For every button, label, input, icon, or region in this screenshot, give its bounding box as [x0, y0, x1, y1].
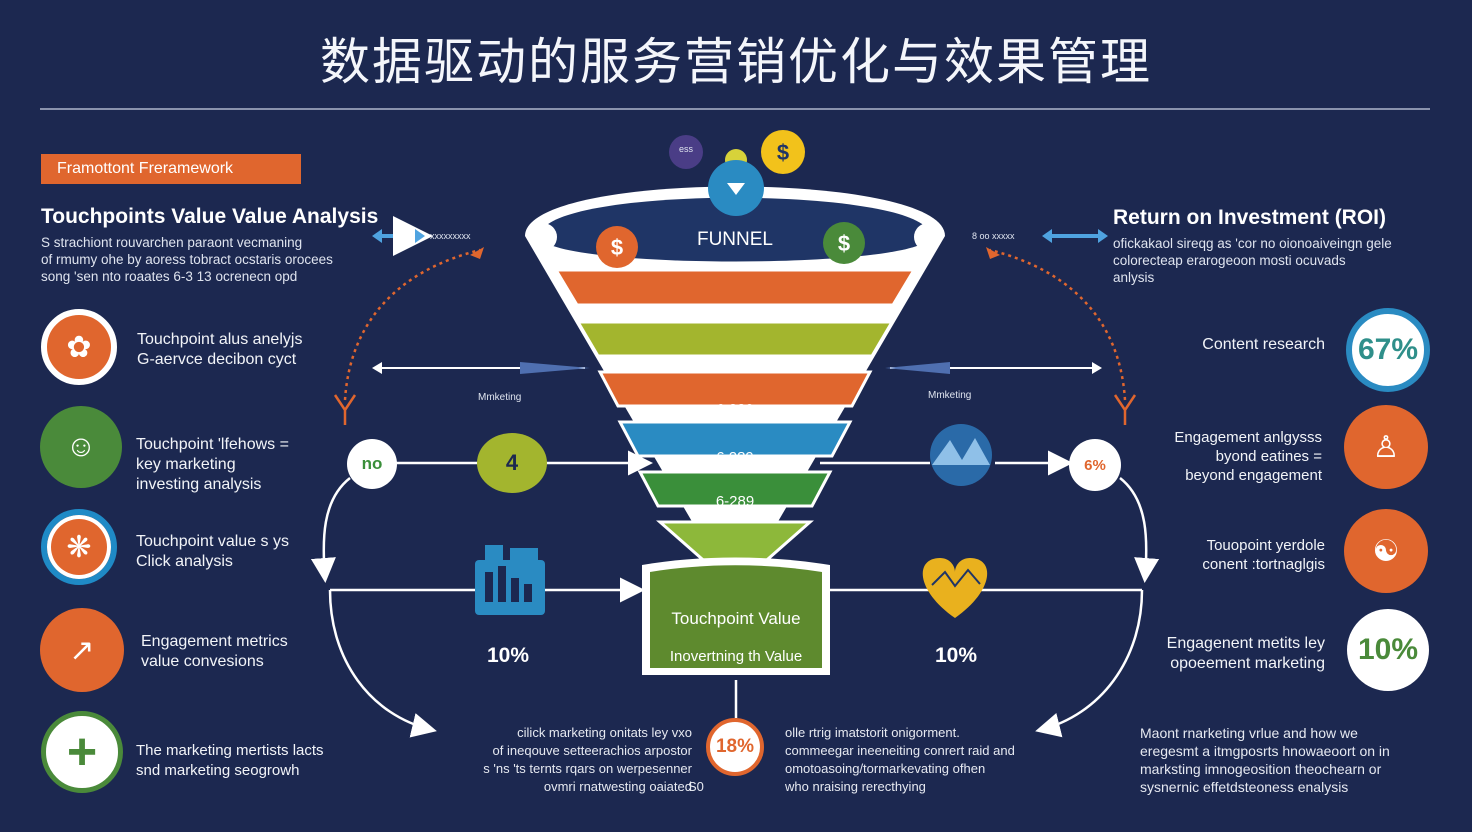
- right-mid-connector-label: Mmketing: [928, 390, 972, 401]
- left-top-connector-label: xxxxxxxxx: [430, 231, 471, 241]
- flow-left-mid-node: 4: [477, 433, 547, 493]
- building-chart-icon: [475, 545, 545, 615]
- right-section-desc: ofickakaol sireqg as 'cor no oionoaivein…: [1113, 236, 1392, 285]
- right-section-title: Return on Investment (ROI): [1113, 206, 1387, 229]
- flow-right-node: 6%: [1069, 439, 1121, 491]
- page-title: 数据驱动的服务营销优化与效果管理: [320, 33, 1152, 91]
- left-curve-arrow: [343, 248, 481, 401]
- funnel-layer-4: 6 289: [716, 449, 754, 466]
- growth-icon: ↗: [40, 608, 124, 692]
- left-section-desc: S strachiont rouvarchen paraont vecmanin…: [41, 235, 333, 284]
- bottom-center-text: olle rtrig imatstorit onigorment.commeeg…: [785, 725, 1015, 794]
- flow-bottom-node: 18%: [706, 718, 764, 776]
- funnel-layer-1: 6-181: [715, 304, 755, 321]
- title-divider: [40, 108, 1430, 110]
- svg-text:$: $: [611, 235, 623, 260]
- framework-badge: Framottont Freramework: [41, 154, 301, 184]
- person-chart-icon: ☺: [40, 406, 122, 488]
- people-group-icon: ☯: [1344, 509, 1428, 593]
- funnel-label: FUNNEL: [696, 229, 773, 250]
- flow-bottom-aside: S0: [688, 779, 704, 794]
- funnel-layer-2: 6.289: [716, 353, 754, 370]
- flow-left-node: no: [347, 439, 397, 489]
- svg-text:$: $: [777, 140, 789, 165]
- right-curve-arrow: [989, 248, 1127, 401]
- right-item-1: Content research: [1202, 336, 1325, 353]
- flow-left-percent: 10%: [487, 644, 530, 667]
- plus-icon: +: [41, 711, 123, 793]
- svg-text:$: $: [838, 231, 850, 256]
- flow-right-percent: 10%: [935, 644, 978, 667]
- mountain-chart-icon: [930, 424, 992, 486]
- content-research-percent: 67%: [1346, 308, 1430, 392]
- person-badge-icon: ♙: [1344, 405, 1428, 489]
- funnel-layer-3: 6 289: [716, 401, 754, 418]
- engagement-percent: 10%: [1347, 609, 1429, 691]
- right-top-connector-label: 8 oo xxxxx: [972, 231, 1015, 241]
- network-icon: ❋: [41, 509, 117, 585]
- funnel-output-box: Touchpoint Value Inovertning th Value: [669, 609, 803, 665]
- hand-care-icon: ✿: [41, 309, 117, 385]
- heart-chart-icon: [922, 558, 988, 618]
- funnel-layer-5: 6-289: [715, 493, 755, 510]
- left-section-title: Touchpoints Value Value Analysis: [41, 205, 379, 228]
- left-mid-connector-label: Mmketing: [478, 392, 522, 403]
